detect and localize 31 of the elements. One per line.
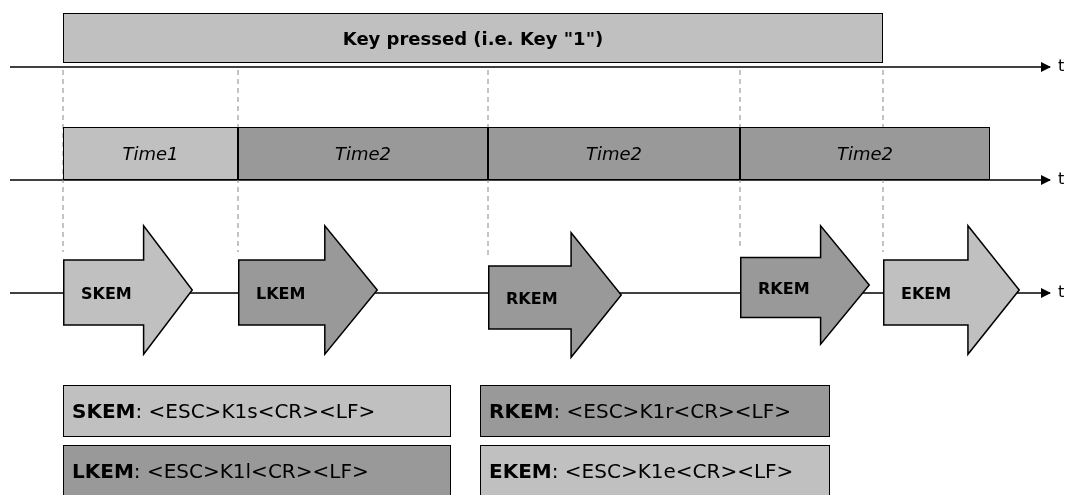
bar-label: Key pressed (i.e. Key "1")	[342, 27, 604, 49]
message-definition: LKEM: <ESC>K1l<CR><LF>	[72, 459, 369, 483]
time-interval-bar	[63, 127, 238, 180]
time-interval-bar	[238, 127, 488, 180]
message-block	[740, 225, 870, 345]
message-definition: SKEM: <ESC>K1s<CR><LF>	[72, 399, 376, 423]
time-interval-bar	[740, 127, 990, 180]
interval-label: Time2	[836, 143, 894, 164]
message-block	[238, 225, 378, 355]
message-definition-box	[63, 445, 451, 495]
message-label: RKEM	[506, 288, 558, 308]
message-label: EKEM	[901, 283, 952, 303]
message-definition: EKEM: <ESC>K1e<CR><LF>	[489, 459, 794, 483]
message-block	[63, 225, 193, 355]
message-definition: RKEM: <ESC>K1r<CR><LF>	[489, 399, 791, 423]
interval-label: Time2	[334, 143, 392, 164]
message-block	[883, 225, 1020, 355]
message-label: LKEM	[256, 283, 306, 303]
message-definition-box	[480, 445, 830, 495]
message-definition-box	[480, 385, 830, 437]
message-block	[488, 232, 622, 358]
axis-label: t	[1058, 169, 1065, 188]
message-label: RKEM	[758, 278, 810, 298]
signal-bar	[63, 13, 883, 63]
interval-label: Time1	[122, 143, 179, 164]
message-definition-box	[63, 385, 451, 437]
axis-label: t	[1058, 56, 1065, 75]
axis-label: t	[1058, 282, 1065, 301]
message-label: SKEM	[81, 283, 132, 303]
interval-label: Time2	[585, 143, 643, 164]
time-interval-bar	[488, 127, 740, 180]
